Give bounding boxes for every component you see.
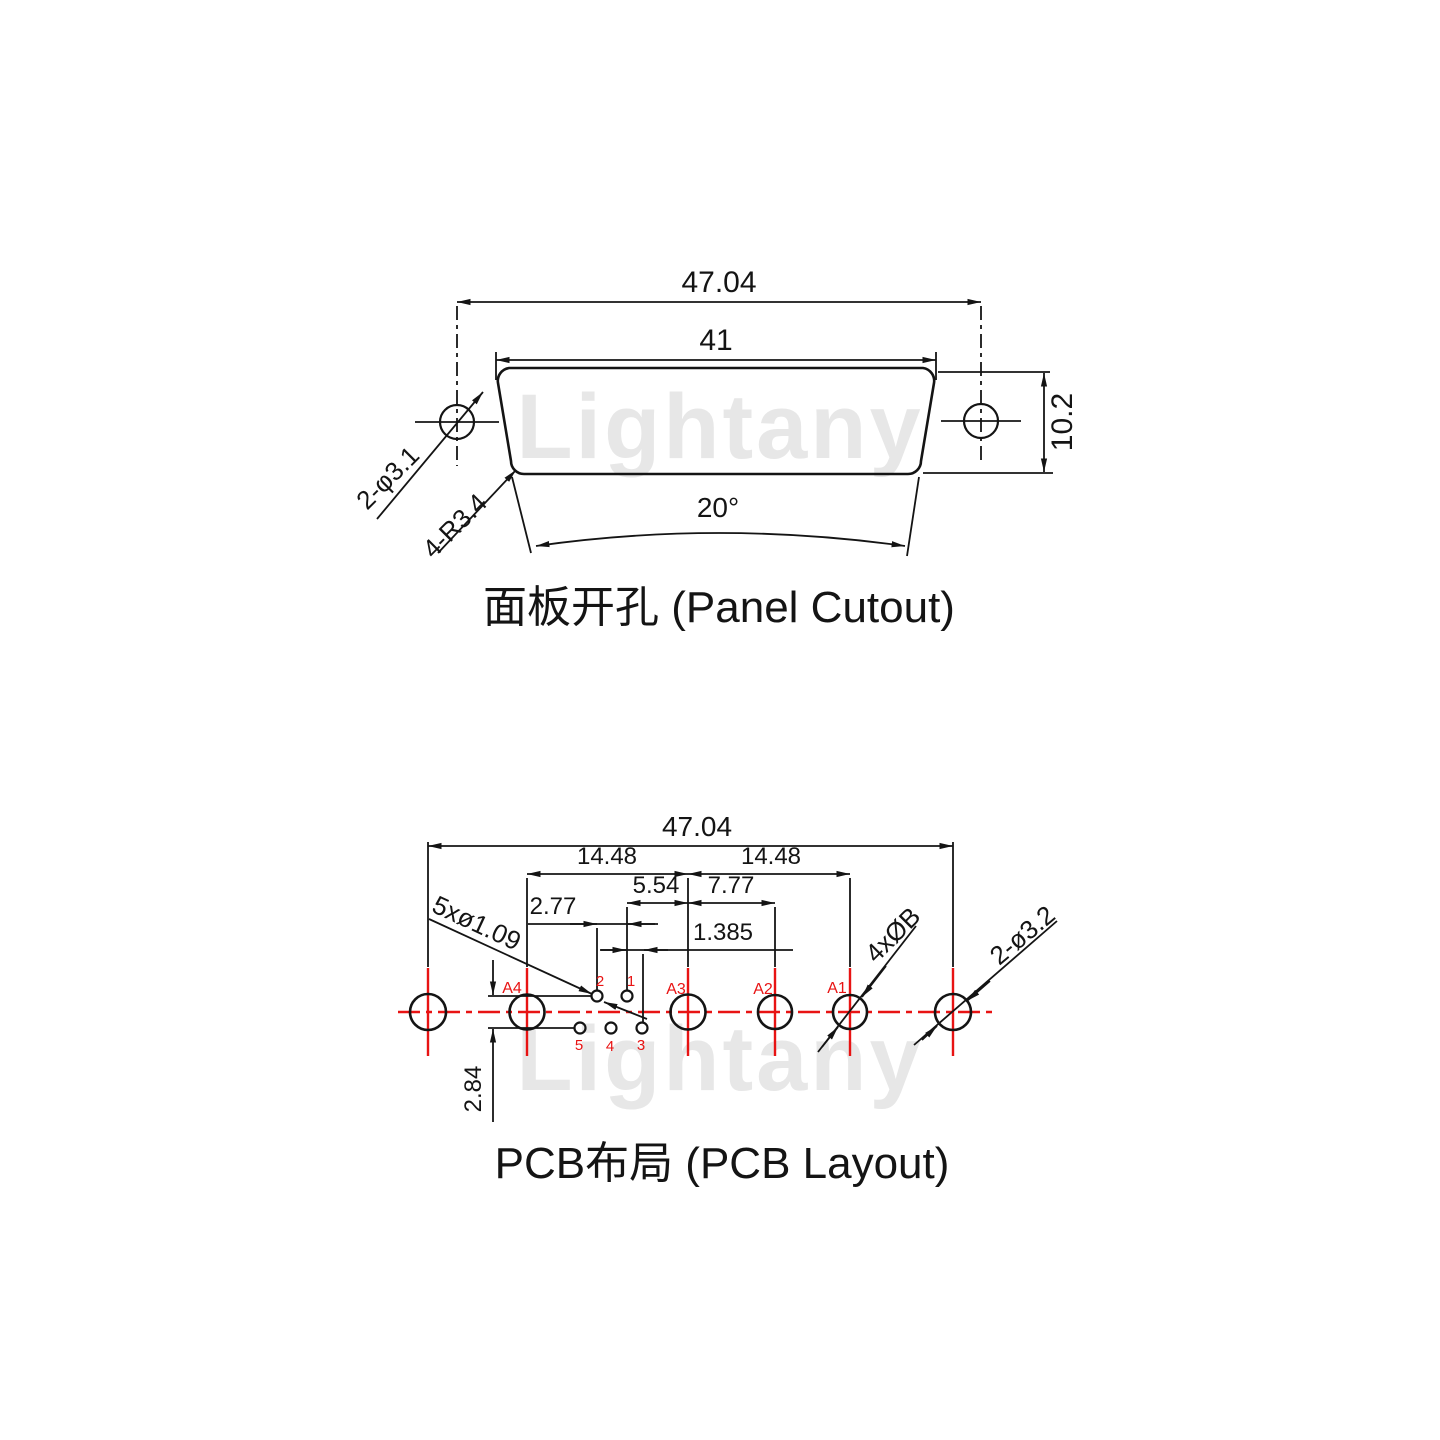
pcb-layout-drawing: 47.04 14.48 14.48 5.54 7.77 2.77 bbox=[398, 811, 1061, 1188]
pcb-leader-coax-holes-label: 4xØB bbox=[859, 901, 926, 968]
label-pin-2: 2 bbox=[596, 973, 604, 990]
pcb-mount-hole-right bbox=[933, 992, 973, 1032]
pcb-dim-group-spans: 14.48 14.48 bbox=[527, 843, 850, 878]
panel-mount-hole-right bbox=[941, 402, 1021, 440]
label-pin-4: 4 bbox=[606, 1038, 614, 1055]
pcb-leader-mount-holes-label: 2-ø3.2 bbox=[984, 899, 1061, 970]
panel-dim-opening: 41 bbox=[495, 324, 937, 380]
label-pin-3: 3 bbox=[637, 1037, 645, 1054]
pcb-extension-lines bbox=[526, 878, 851, 1022]
panel-dim-height: 10.2 bbox=[923, 371, 1079, 474]
pcb-hole-a1 bbox=[831, 993, 869, 1031]
pcb-hole-a2 bbox=[756, 993, 794, 1031]
panel-dim-height-value: 10.2 bbox=[1046, 393, 1079, 451]
label-pin-5: 5 bbox=[575, 1037, 583, 1054]
pcb-layout-title: PCB布局 (PCB Layout) bbox=[495, 1139, 950, 1188]
panel-dim-angle: 20° bbox=[511, 476, 920, 557]
pcb-pin-4 bbox=[604, 1021, 618, 1035]
pcb-dim-pitch: 2.77 bbox=[528, 893, 658, 928]
pcb-pin-2 bbox=[590, 989, 604, 1003]
panel-cutout-title: 面板开孔 (Panel Cutout) bbox=[483, 583, 955, 632]
pcb-pin-5 bbox=[573, 1021, 587, 1035]
pcb-dim-a3-a2-value: 7.77 bbox=[708, 872, 755, 899]
label-a1: A1 bbox=[827, 980, 847, 997]
pcb-leader-mount-holes: 2-ø3.2 bbox=[913, 899, 1061, 1046]
pcb-dim-a4-a3-value: 14.48 bbox=[577, 843, 637, 870]
pcb-dim-row-offset-value: 1.385 bbox=[693, 919, 753, 946]
pcb-hole-a4 bbox=[508, 993, 546, 1031]
pcb-dim-row-spacing-value: 2.84 bbox=[460, 1066, 487, 1113]
pcb-pin-1 bbox=[620, 989, 634, 1003]
label-a2: A2 bbox=[753, 981, 773, 998]
pcb-dim-pin1-a3-value: 5.54 bbox=[633, 872, 680, 899]
panel-leader-mount-holes-label: 2-φ3.1 bbox=[350, 440, 425, 515]
panel-dim-overall-value: 47.04 bbox=[681, 266, 756, 299]
pcb-dim-overall-value: 47.04 bbox=[662, 811, 732, 842]
pcb-dim-mid-spans: 5.54 7.77 bbox=[627, 872, 775, 907]
pcb-dim-row-spacing: 2.84 bbox=[460, 960, 591, 1122]
pcb-centerlines bbox=[398, 968, 992, 1056]
label-a3: A3 bbox=[666, 981, 686, 998]
pcb-dim-pitch-value: 2.77 bbox=[530, 893, 577, 920]
pcb-leader-signal-pins-label: 5xø1.09 bbox=[428, 889, 526, 956]
pcb-mount-hole-left bbox=[408, 992, 448, 1032]
pcb-dim-overall: 47.04 bbox=[427, 811, 954, 967]
label-pin-1: 1 bbox=[627, 973, 635, 990]
pcb-pin-3 bbox=[635, 1021, 649, 1035]
pcb-hole-labels: A4 A3 A2 A1 bbox=[502, 980, 847, 998]
panel-dim-opening-value: 41 bbox=[699, 324, 732, 357]
panel-leader-corner-radius: 4-R3.4 bbox=[416, 469, 517, 564]
label-a4: A4 bbox=[502, 980, 522, 997]
pcb-dim-a3-a1-value: 14.48 bbox=[741, 843, 801, 870]
cutout-outline bbox=[496, 366, 936, 476]
pcb-dim-row-offset: 1.385 bbox=[600, 919, 793, 954]
panel-leader-corner-radius-label: 4-R3.4 bbox=[416, 487, 492, 563]
panel-dim-angle-value: 20° bbox=[697, 492, 739, 523]
pcb-hole-a3 bbox=[669, 993, 707, 1031]
panel-dim-overall: 47.04 bbox=[456, 266, 982, 466]
pcb-pin-numbers: 2 1 5 4 3 bbox=[575, 973, 645, 1055]
watermark-top: Lightany bbox=[516, 376, 923, 478]
